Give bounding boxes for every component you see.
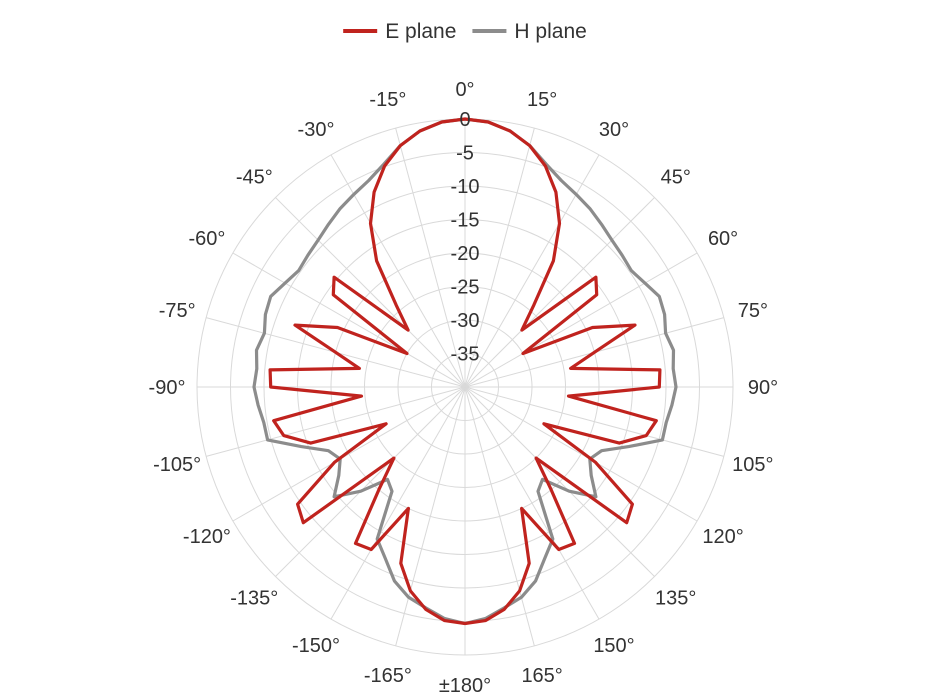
angular-tick-label: -60° bbox=[188, 228, 225, 250]
grid-spoke bbox=[464, 386, 698, 522]
grid-spoke bbox=[395, 386, 466, 646]
angular-tick-label: 135° bbox=[655, 588, 696, 610]
grid-spoke bbox=[464, 386, 600, 620]
radial-tick-label: -5 bbox=[456, 143, 474, 165]
grid-spoke bbox=[464, 386, 655, 577]
angular-tick-label: -15° bbox=[369, 89, 406, 111]
angular-tick-label: 30° bbox=[599, 119, 629, 141]
grid-spoke bbox=[330, 386, 466, 620]
angular-tick-label: 45° bbox=[661, 166, 691, 188]
angular-tick-label: -30° bbox=[298, 119, 335, 141]
grid-spoke bbox=[464, 386, 724, 457]
grid-spoke bbox=[464, 386, 535, 646]
angular-tick-label: ±180° bbox=[439, 675, 491, 696]
series-line-e-plane bbox=[268, 117, 662, 626]
angular-tick-label: -90° bbox=[149, 377, 186, 399]
grid-spoke bbox=[464, 252, 698, 388]
radial-tick-label: -30 bbox=[451, 310, 480, 332]
radial-tick-labels: 0 -5 -10 -15 -20 -25 -30 -35 bbox=[451, 109, 480, 366]
radial-tick-label: -20 bbox=[451, 243, 480, 265]
grid-spoke bbox=[232, 386, 466, 522]
angular-tick-label: 0° bbox=[455, 79, 474, 101]
grid-spoke bbox=[275, 197, 466, 388]
angular-tick-label: -45° bbox=[236, 166, 273, 188]
radial-tick-label: 0 bbox=[459, 109, 470, 131]
radial-tick-label: -10 bbox=[451, 176, 480, 198]
grid-spoke bbox=[275, 386, 466, 577]
angular-tick-label: 105° bbox=[732, 454, 773, 476]
radial-tick-label: -25 bbox=[451, 277, 480, 299]
grid-spoke bbox=[464, 128, 535, 388]
angular-tick-labels: 0° 15° 30° 45° 60° 75° 90° 105° 120° 135° 150° 165°… bbox=[149, 79, 779, 696]
angular-tick-label: -135° bbox=[230, 588, 278, 610]
angular-tick-label: -150° bbox=[292, 635, 340, 657]
grid-spoke bbox=[232, 252, 466, 388]
angular-tick-label: -165° bbox=[364, 665, 412, 687]
grid-spoke bbox=[464, 197, 655, 388]
legend-label: E plane bbox=[385, 20, 456, 43]
grid-spoke bbox=[395, 128, 466, 388]
grid-spoke bbox=[330, 154, 466, 388]
angular-tick-label: 90° bbox=[748, 377, 778, 399]
angular-tick-label: -75° bbox=[159, 300, 196, 322]
angular-tick-label: 15° bbox=[527, 89, 557, 111]
radial-tick-label: -15 bbox=[451, 210, 480, 232]
angular-tick-label: -120° bbox=[183, 526, 231, 548]
angular-tick-label: 150° bbox=[593, 635, 634, 657]
angular-tick-label: 120° bbox=[702, 526, 743, 548]
grid-spoke bbox=[206, 386, 466, 457]
angular-tick-label: 165° bbox=[521, 665, 562, 687]
series-layer bbox=[252, 117, 678, 626]
grid-spoke bbox=[464, 154, 600, 388]
legend: E plane H plane bbox=[343, 20, 587, 43]
legend-item-h-plane[interactable]: H plane bbox=[472, 20, 587, 43]
angular-tick-label: 75° bbox=[738, 300, 768, 322]
legend-item-e-plane[interactable]: E plane bbox=[343, 20, 456, 43]
angular-tick-label: 60° bbox=[708, 228, 738, 250]
radial-tick-label: -35 bbox=[451, 344, 480, 366]
angular-tick-label: -105° bbox=[153, 454, 201, 476]
legend-label: H plane bbox=[514, 20, 586, 43]
